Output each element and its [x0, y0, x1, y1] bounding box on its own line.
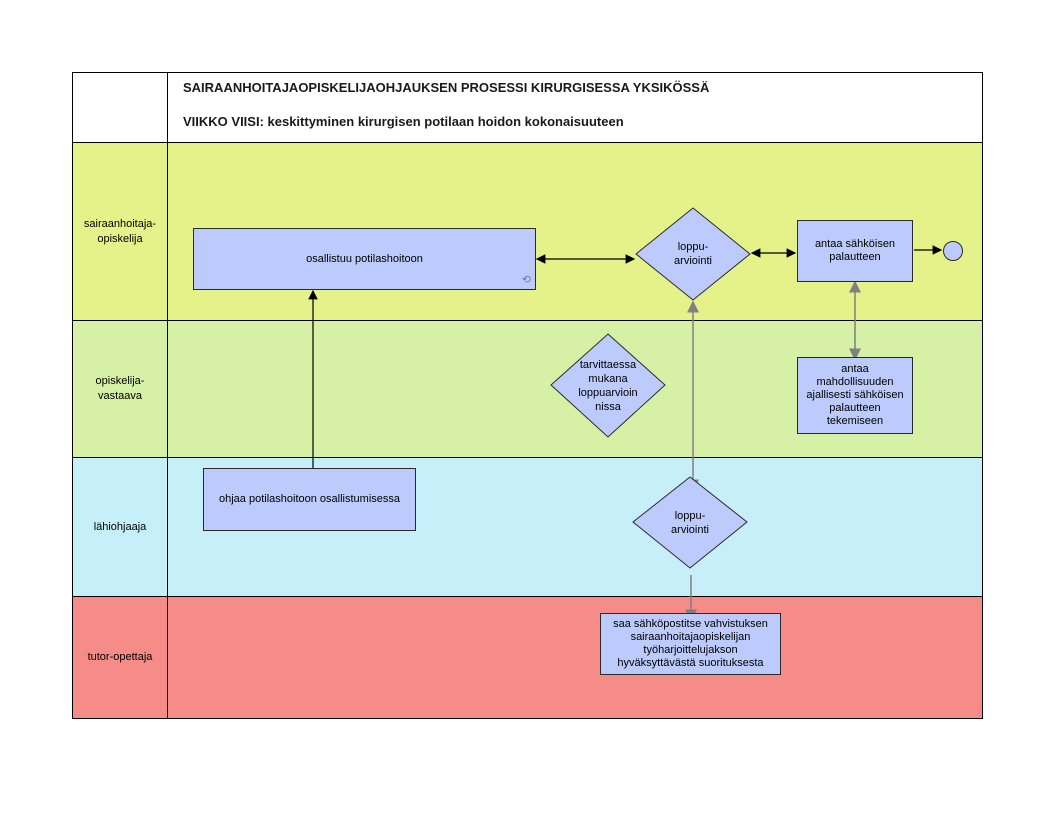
lane-label-tutor-teacher: tutor-opettaja	[73, 597, 168, 718]
task-enable-timely-feedback[interactable]: antaa mahdollisuuden ajallisesti sähköis…	[797, 357, 913, 434]
task-guide-participation[interactable]: ohjaa potilashoitoon osallistumisessa	[203, 468, 416, 531]
lane-tutor-teacher: tutor-opettaja	[72, 596, 983, 719]
lane-label-mentor: lähiohjaaja	[73, 458, 168, 596]
task-participates-patient-care[interactable]: osallistuu potilashoitoon ⟲	[193, 228, 536, 290]
loop-icon: ⟲	[521, 274, 531, 286]
task-guide-participation-label: ohjaa potilashoitoon osallistumisessa	[219, 493, 400, 505]
task-email-confirmation-label: saa sähköpostitse vahvistuksen sairaanho…	[613, 618, 768, 669]
diamond-shape	[550, 333, 666, 438]
lane-label-nursing-student: sairaanhoitaja- opiskelija	[73, 143, 168, 320]
task-give-electronic-feedback[interactable]: antaa sähköisen palautteen	[797, 220, 913, 282]
diamond-shape	[632, 476, 748, 569]
header-corner-cell	[73, 73, 168, 142]
task-give-feedback-label: antaa sähköisen palautteen	[814, 238, 896, 263]
diagram-subtitle: VIIKKO VIISI: keskittyminen kirurgisen p…	[183, 114, 624, 129]
lane-student-supervisor: opiskelija- vastaava	[72, 320, 983, 458]
decision-join-if-needed-label: tarvittaessa mukana loppuarvioin nissa	[578, 358, 638, 413]
decision-final-evaluation-student-label: loppu- arviointi	[674, 241, 712, 267]
decision-final-evaluation-mentor[interactable]: loppu- arviointi	[632, 476, 748, 569]
diagram-header: SAIRAANHOITAJAOPISKELIJAOHJAUKSEN PROSES…	[72, 72, 983, 143]
decision-join-if-needed[interactable]: tarvittaessa mukana loppuarvioin nissa	[550, 333, 666, 438]
decision-final-evaluation-mentor-label: loppu- arviointi	[671, 509, 709, 536]
lane-label-student-supervisor: opiskelija- vastaava	[73, 321, 168, 457]
end-event-icon[interactable]	[943, 241, 963, 261]
task-participates-label: osallistuu potilashoitoon	[306, 252, 423, 265]
diagram-title: SAIRAANHOITAJAOPISKELIJAOHJAUKSEN PROSES…	[183, 80, 710, 95]
diamond-shape	[635, 207, 751, 301]
decision-final-evaluation-student[interactable]: loppu- arviointi	[635, 207, 751, 301]
task-enable-feedback-label: antaa mahdollisuuden ajallisesti sähköis…	[806, 363, 904, 427]
task-email-confirmation[interactable]: saa sähköpostitse vahvistuksen sairaanho…	[600, 613, 781, 675]
